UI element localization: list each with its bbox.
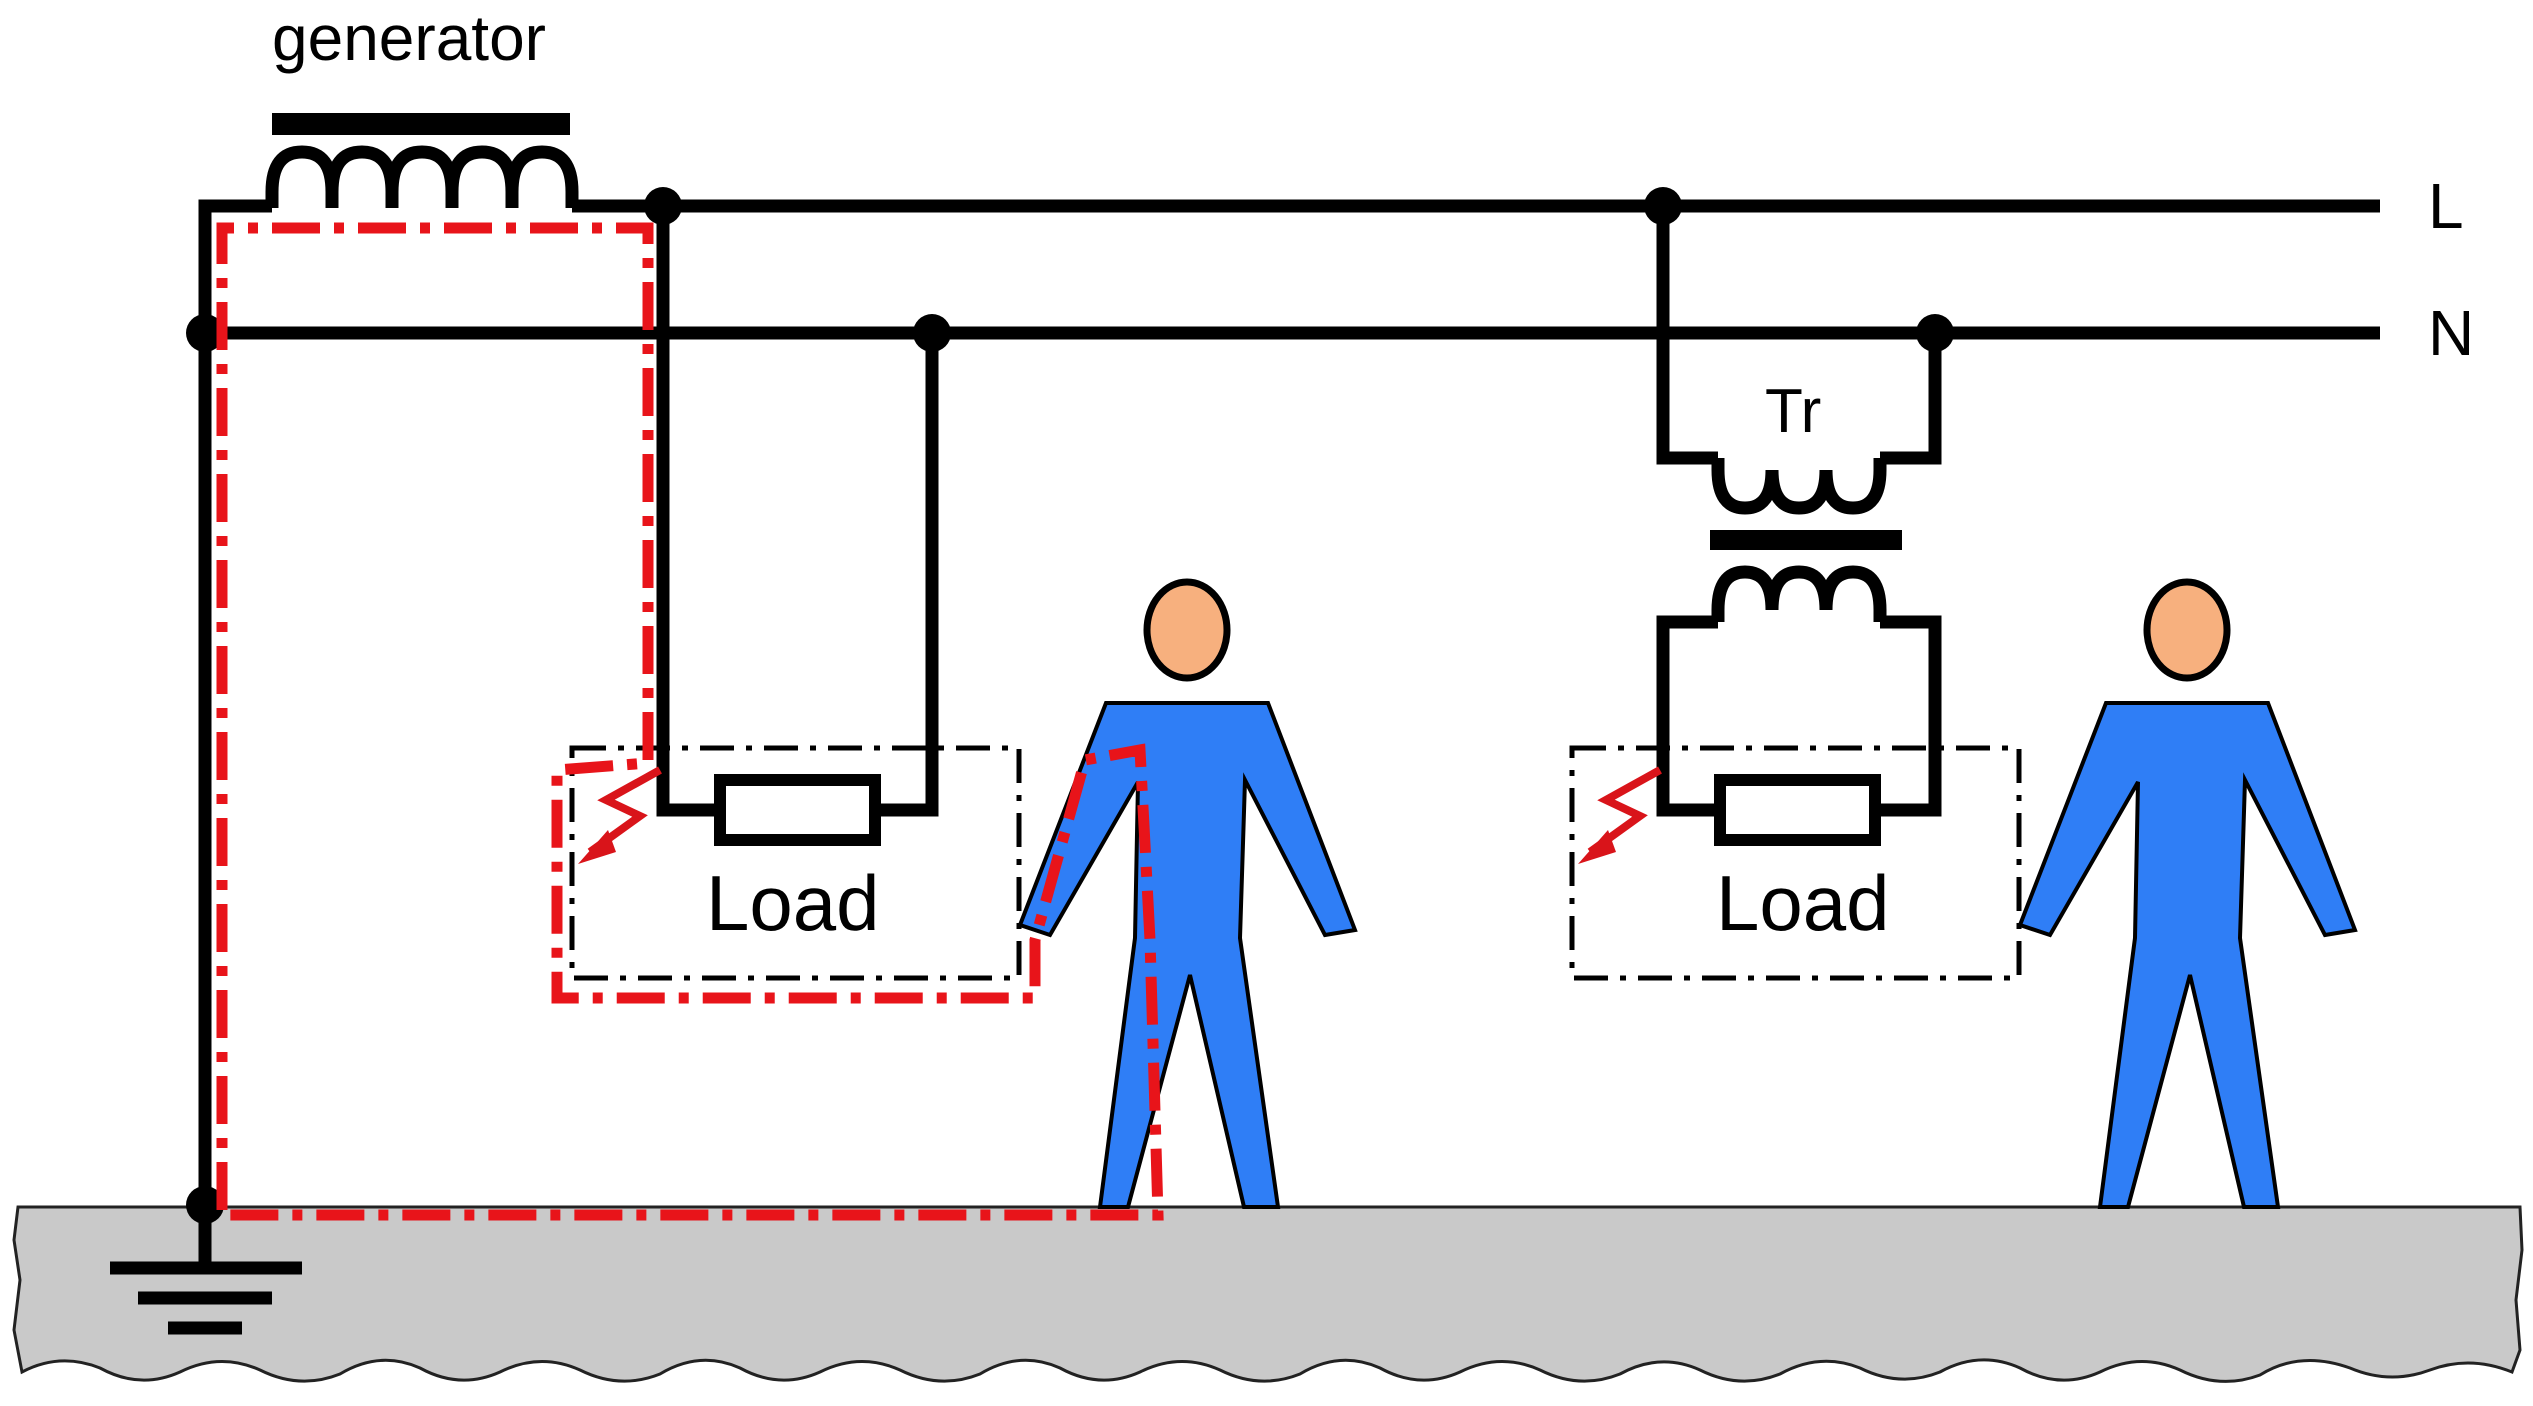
person-left [1017,578,1358,1209]
line-l-wire [198,199,2380,1205]
fault-spark-left-arrowhead [578,830,616,864]
person-head [1143,578,1231,682]
junction-node [186,314,224,352]
line-l-label: L [2428,170,2464,242]
generator-core [272,113,570,135]
junction-node [1644,187,1682,225]
earth-ground-area [12,1205,2524,1383]
fault-spark-left [587,766,662,856]
transformer-secondary-coil [1711,565,1887,622]
junction-node [644,187,682,225]
fault-spark-right-arrowhead [1578,830,1616,864]
transformer-core [1710,530,1902,550]
junction-node [1916,314,1954,352]
earth-symbol [110,1205,302,1335]
generator-coil [265,145,579,208]
person-body [1017,701,1358,1209]
junction-node [913,314,951,352]
transformer-primary-coil [1711,458,1887,515]
fault-spark-right [1587,766,1662,856]
person-right [2017,578,2358,1209]
transformer-primary-wiring [1656,206,1942,465]
person-body [2017,701,2358,1209]
left-load-label: Load [706,859,880,947]
transformer-secondary-wiring [1656,615,1942,817]
line-n-label: N [2428,297,2474,369]
right-load-resistor [1714,774,1881,846]
junction-node [186,1186,224,1224]
left-load-wiring [656,206,939,817]
person-head [2143,578,2231,682]
left-load-resistor [714,774,881,846]
generator-label: generator [272,2,546,74]
right-load-enclosure [1569,745,2022,981]
transformer-label: Tr [1765,377,1821,446]
fault-current-path [216,222,1164,1221]
right-load-label: Load [1716,859,1890,947]
left-load-enclosure [569,745,1022,981]
